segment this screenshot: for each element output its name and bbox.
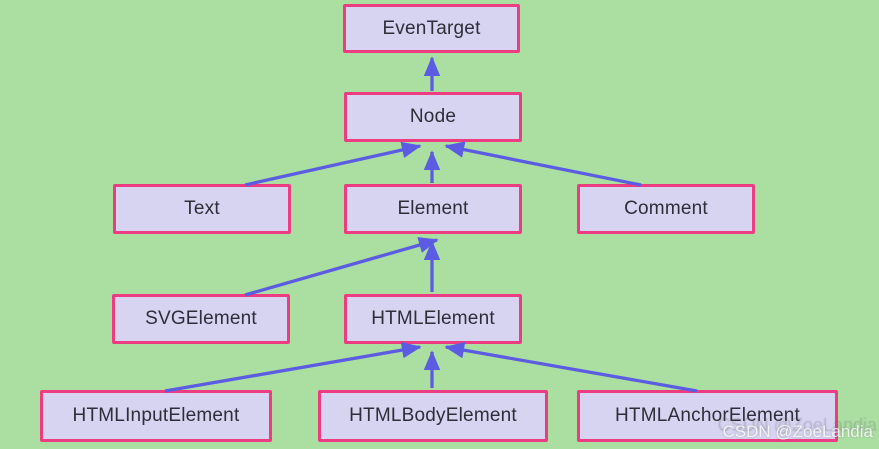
edge-comment-to-node — [444, 141, 642, 187]
node-text: Text — [113, 184, 291, 234]
edge-htmlanchorelement-to-htmlelement — [444, 342, 698, 393]
node-htmlbodyelement: HTMLBodyElement — [318, 390, 548, 442]
node-htmlinputelement: HTMLInputElement — [40, 390, 272, 442]
watermark: CSDN @ZoeLandia — [722, 422, 874, 441]
node-htmlelement: HTMLElement — [344, 294, 522, 344]
edge-htmlinputelement-to-htmlelement — [164, 341, 422, 393]
node-eventarget: EvenTarget — [343, 4, 520, 53]
node-htmlanchorelement: HTMLAnchorElement — [577, 390, 838, 442]
watermark-ghost: CSDN @ZoeLandia — [717, 415, 877, 435]
edge-text-to-node — [244, 141, 422, 187]
node-comment: Comment — [577, 184, 755, 234]
edge-svgelement-to-element — [244, 237, 439, 297]
node-node: Node — [344, 92, 522, 142]
node-svgelement: SVGElement — [112, 294, 290, 344]
node-element: Element — [344, 184, 522, 234]
